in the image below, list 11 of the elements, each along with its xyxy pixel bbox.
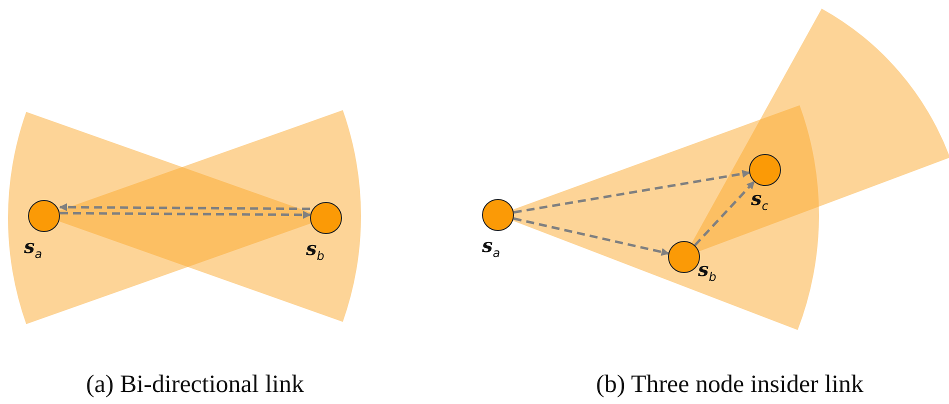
node-label: s$_{c}$ [751, 190, 768, 212]
subfigure-caption: (b) Three node insider link [596, 371, 864, 399]
node-label: s$_{b}$ [698, 261, 716, 283]
node-label: s$_{a}$ [482, 237, 500, 259]
node-label: s$_{b}$ [306, 240, 324, 262]
arrow [514, 170, 750, 214]
subfigure-caption: (a) Bi-directional link [86, 371, 304, 399]
arrow [694, 180, 755, 246]
node-label: s$_{a}$ [24, 238, 42, 260]
arrow [513, 217, 670, 256]
arrow [59, 203, 310, 212]
